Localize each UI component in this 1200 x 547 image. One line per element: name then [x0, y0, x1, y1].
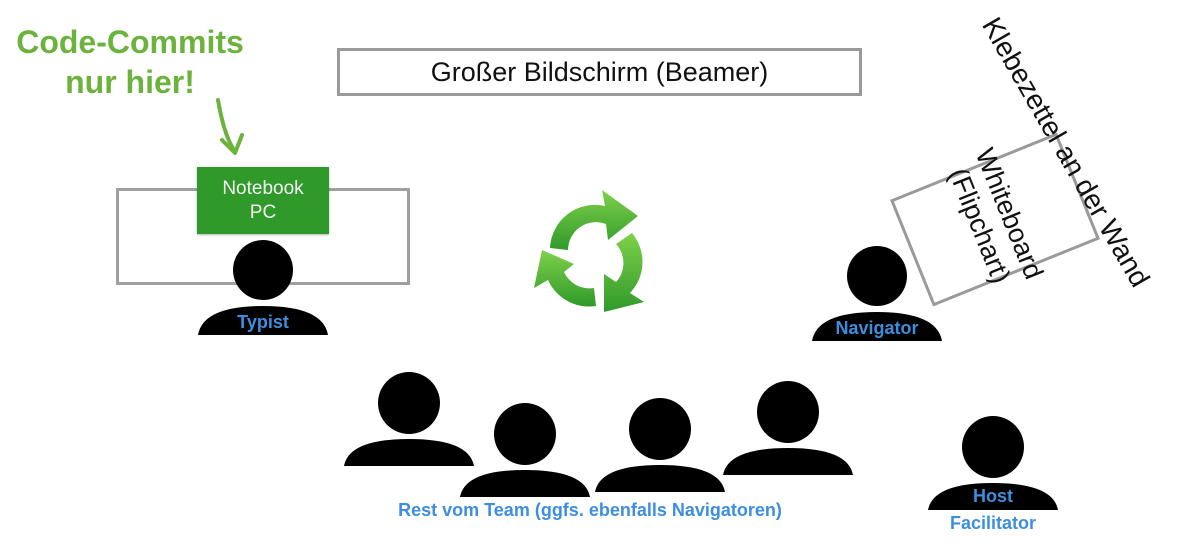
person-icon	[928, 416, 1058, 510]
navigator-label: Navigator	[835, 318, 919, 338]
notebook-label-line1: Notebook	[222, 177, 304, 199]
person-icon	[812, 246, 942, 341]
typist-label: Typist	[237, 312, 289, 332]
team-label: Rest vom Team (ggfs. ebenfalls Navigator…	[398, 500, 782, 520]
person-icon	[198, 240, 328, 335]
notebook-label-line2: PC	[249, 201, 277, 223]
commit-note: Code-Commits nur hier!	[0, 22, 260, 102]
person-icon	[460, 403, 590, 497]
cycle-arrows-icon	[534, 190, 644, 312]
person-icon	[595, 398, 725, 492]
host-label: Host	[973, 486, 1013, 506]
commit-note-line2: nur hier!	[65, 64, 195, 100]
commit-note-line1: Code-Commits	[16, 24, 244, 60]
notebook-pc: Notebook PC	[197, 167, 329, 234]
person-icon	[344, 372, 474, 466]
facilitator-label: Facilitator	[949, 513, 1037, 533]
beamer-screen-label: Großer Bildschirm (Beamer)	[430, 56, 769, 87]
person-icon	[723, 381, 853, 475]
beamer-screen: Großer Bildschirm (Beamer)	[337, 48, 862, 96]
down-arrow-icon	[216, 98, 244, 155]
